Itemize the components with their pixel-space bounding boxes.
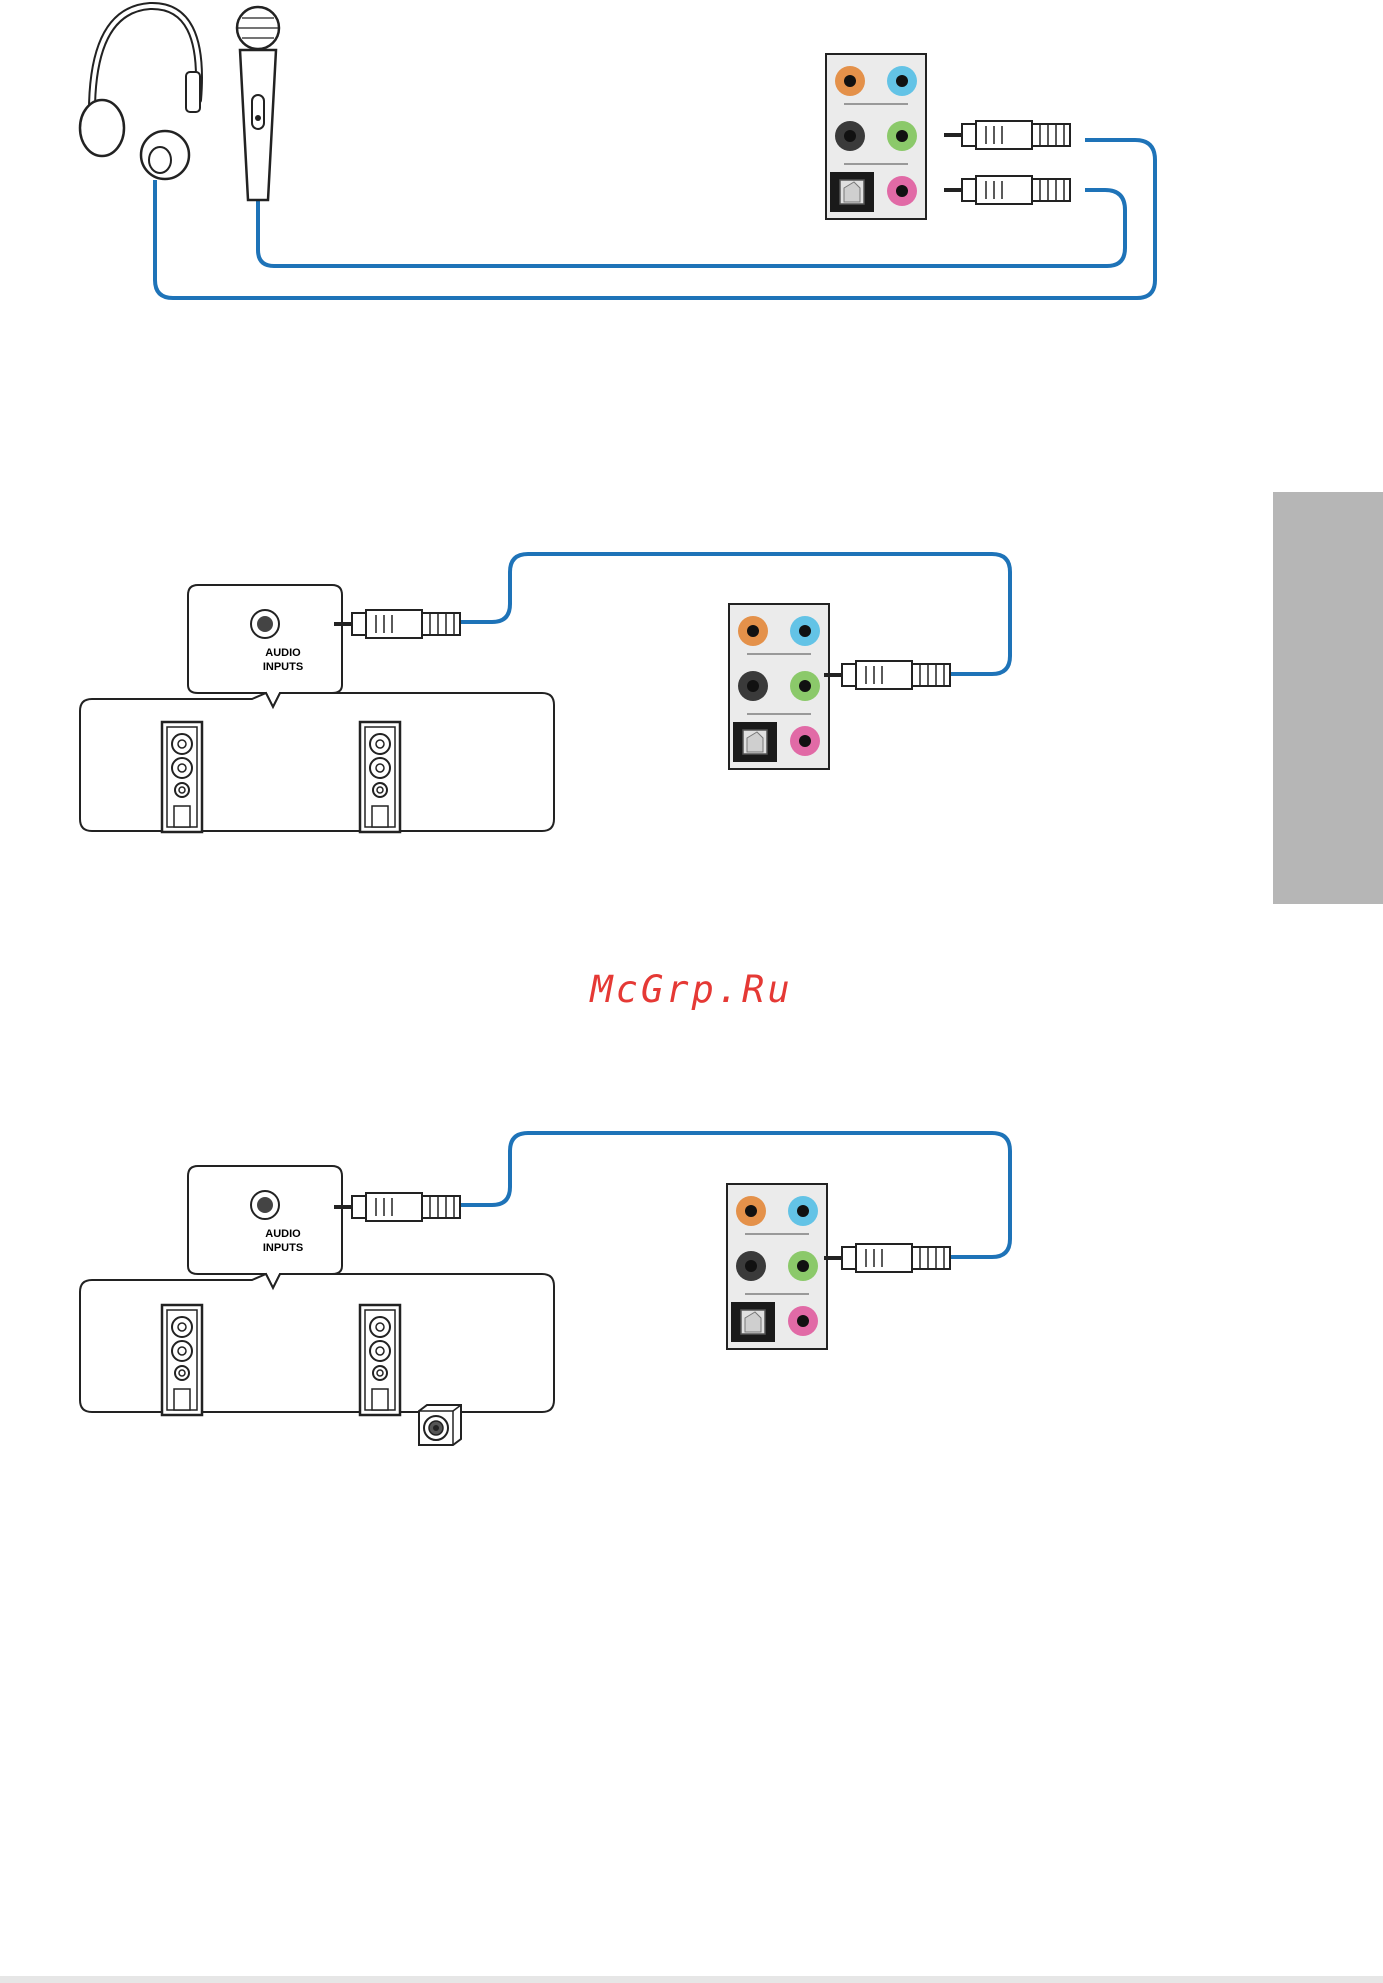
watermark-text: McGrp.Ru (0, 968, 1383, 1011)
audio-plug-icon (944, 121, 1070, 149)
headphone-cable (155, 140, 1155, 298)
audio-inputs-label: AUDIO INPUTS (218, 1227, 348, 1255)
audio-inputs-line2: INPUTS (218, 1241, 348, 1255)
audio-plug-icon (824, 1244, 950, 1272)
audio-panel-icon (727, 1184, 827, 1349)
audio-inputs-line1: AUDIO (218, 1227, 348, 1241)
headphones-icon (80, 6, 200, 179)
subwoofer-icon (419, 1405, 461, 1445)
audio-panel-icon (729, 604, 829, 769)
speaker-tower-icon (360, 722, 400, 832)
audio-plug-icon (334, 610, 460, 638)
audio-inputs-line1: AUDIO (218, 646, 348, 660)
speaker-tower-icon (162, 1305, 202, 1415)
speaker-callout (80, 1166, 554, 1412)
audio-panel-icon (826, 54, 926, 219)
audio-plug-icon (334, 1193, 460, 1221)
audio-inputs-label: AUDIO INPUTS (218, 646, 348, 674)
speaker-tower-icon (162, 722, 202, 832)
figure-2-1-channel (80, 1133, 1010, 1445)
audio-plug-icon (824, 661, 950, 689)
figure-headphone-mic (80, 6, 1155, 298)
microphone-icon (237, 7, 279, 200)
speaker-tower-icon (360, 1305, 400, 1415)
audio-inputs-line2: INPUTS (218, 660, 348, 674)
audio-plug-icon (944, 176, 1070, 204)
figure-2-channel (80, 554, 1010, 832)
